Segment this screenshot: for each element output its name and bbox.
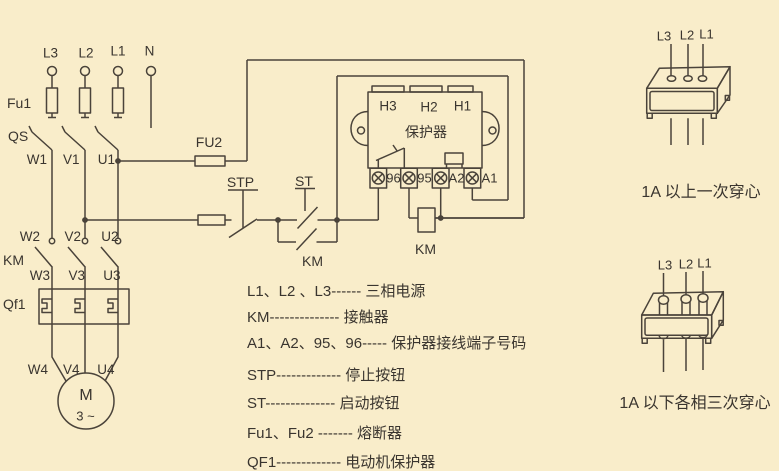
contactor-km-main-contacts <box>34 237 122 268</box>
fuse-fu1-symbols <box>45 87 125 114</box>
diag1-label-L2: L2 <box>679 27 695 42</box>
km-coil-symbol <box>417 207 436 233</box>
label-st: ST <box>295 173 313 189</box>
through-core-three-times-diagram <box>640 271 725 372</box>
label-96: 96 <box>386 170 401 186</box>
label-fu2: FU2 <box>195 134 223 150</box>
label-km-aux: KM <box>302 253 323 269</box>
protector-terminal-row <box>369 167 482 189</box>
terminal-N <box>145 65 157 77</box>
label-v2: V2 <box>64 229 81 244</box>
protector-left-ear <box>350 110 369 147</box>
motor-letter: M <box>79 386 93 404</box>
protector-nc-contact <box>375 144 406 168</box>
legend-row-fuses: Fu1、Fu2 ------- 熔断器 <box>247 424 402 442</box>
protector-element <box>444 152 464 165</box>
label-N: N <box>144 42 155 58</box>
label-w2: W2 <box>19 229 40 244</box>
label-w4: W4 <box>27 361 48 377</box>
legend-row-stop: STP------------- 停止按钮 <box>247 366 406 384</box>
label-a2: A2 <box>448 170 465 186</box>
label-km-main: KM <box>3 252 24 268</box>
label-h3: H3 <box>379 98 397 114</box>
motor-symbol <box>57 372 115 430</box>
label-w1: W1 <box>26 152 47 167</box>
label-qf1: Qf1 <box>3 295 26 312</box>
label-v3: V3 <box>68 267 85 283</box>
terminal-L1 <box>112 65 124 77</box>
protector-right-ear <box>481 110 500 147</box>
diag2-label-L2: L2 <box>678 256 694 271</box>
screw-terminal-icons <box>371 171 480 185</box>
terminal-L2 <box>79 65 91 77</box>
legend-row-start: ST-------------- 启动按钮 <box>247 394 400 412</box>
breaker-qf1-symbol <box>38 288 130 325</box>
label-km-coil: KM <box>415 240 436 257</box>
label-h1: H1 <box>453 97 472 113</box>
power-circuit-lines <box>28 65 157 430</box>
control-circuit-lines <box>82 59 525 251</box>
diag1-label-L1: L1 <box>699 26 714 41</box>
switch-qs-symbol <box>28 125 119 151</box>
label-qs: QS <box>8 127 29 144</box>
label-u1: U1 <box>97 152 115 167</box>
through-core-once-diagram <box>645 44 731 145</box>
label-u2: U2 <box>101 229 119 244</box>
terminal-L3 <box>46 65 58 77</box>
legend-row-breaker: QF1------------- 电动机保护器 <box>247 453 436 471</box>
diag2-caption: 1A 以下各相三次穿心 <box>619 395 771 412</box>
protector-name: 保护器 <box>405 123 447 140</box>
label-h2: H2 <box>420 99 438 115</box>
diag1-label-L3: L3 <box>656 28 672 44</box>
label-u4: U4 <box>97 361 115 377</box>
label-w3: W3 <box>29 267 50 283</box>
label-u3: U3 <box>103 267 121 283</box>
legend-row-phases: L1、L2 、L3------ 三相电源 <box>247 283 426 300</box>
junction-dots <box>82 158 444 223</box>
diag2-label-L3: L3 <box>657 257 673 272</box>
label-v1: V1 <box>62 152 80 167</box>
motor-phase: 3 ~ <box>76 408 95 423</box>
bottom-white-strip <box>0 471 779 475</box>
legend-row-terminals: A1、A2、95、96----- 保护器接线端子号码 <box>247 335 527 352</box>
label-stp: STP <box>226 174 255 190</box>
start-button-symbol <box>295 187 319 230</box>
mounting-hole-left <box>356 126 366 135</box>
label-a1: A1 <box>481 170 498 186</box>
label-v4: V4 <box>62 361 80 377</box>
label-fu1: Fu1 <box>7 95 32 111</box>
label-L1: L1 <box>110 42 126 58</box>
legend-row-contactor: KM-------------- 接触器 <box>247 309 389 326</box>
diag1-caption: 1A 以上一次穿心 <box>641 183 761 201</box>
km-aux-contact-symbol <box>277 220 338 251</box>
label-L3: L3 <box>42 45 59 61</box>
stop-button-symbol <box>228 189 258 239</box>
protector-symbol <box>350 85 500 189</box>
mounting-hole-right <box>488 126 497 135</box>
label-L2: L2 <box>78 44 94 60</box>
fuse-fu2-symbol <box>194 155 226 167</box>
fuse-control-symbol <box>197 214 226 226</box>
diag2-label-L1: L1 <box>697 255 712 271</box>
label-95: 95 <box>417 170 432 186</box>
